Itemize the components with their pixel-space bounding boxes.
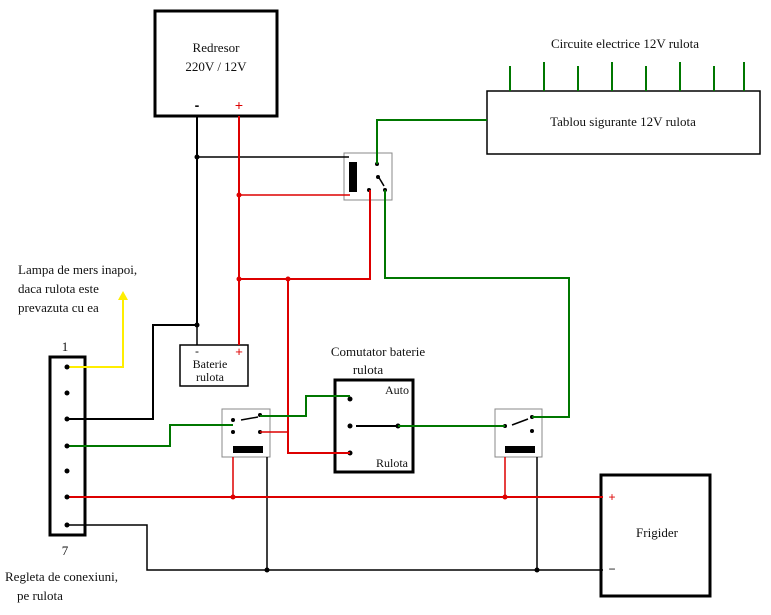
lamp-label-2: daca rulota este <box>18 281 99 296</box>
green-wire-fuse-panel <box>376 119 487 164</box>
lamp-label-1: Lampa de mers inapoi, <box>18 262 137 277</box>
junctions <box>194 154 540 573</box>
ground-wire-rectifier <box>67 116 198 420</box>
positive-wire-battery-switch <box>287 279 350 454</box>
circuit-outputs <box>509 62 745 91</box>
lamp-wire <box>67 300 124 368</box>
left-relay <box>221 408 271 458</box>
rectifier-plus-label: + <box>235 97 243 113</box>
switch-rulota-label: Rulota <box>376 456 409 470</box>
lamp-arrow <box>118 291 128 300</box>
fridge-box <box>599 473 712 598</box>
rectifier-title: Redresor <box>193 40 241 55</box>
junctions-red <box>230 192 508 500</box>
battery-label: Baterie <box>193 357 228 371</box>
battery-label-2: rulota <box>196 370 225 384</box>
switch-auto-label: Auto <box>385 383 409 397</box>
positive-wire-top-relay-in <box>239 190 371 280</box>
battery-plus-label: + <box>235 344 243 359</box>
battery-box <box>179 344 249 387</box>
terminal-first-number: 1 <box>62 339 69 354</box>
ground-wire-fridge <box>67 524 603 571</box>
rectifier-minus-label: - <box>195 97 200 113</box>
battery-switch-title-2: rulota <box>353 362 384 377</box>
rectifier-box <box>153 9 279 118</box>
battery-switch-title: Comutator baterie <box>331 344 425 359</box>
fridge-minus-label: − <box>608 562 615 576</box>
fridge-label: Frigider <box>636 525 679 540</box>
circuits-label: Circuite electrice 12V rulota <box>551 36 699 51</box>
terminal-label: Regleta de conexiuni, <box>5 569 118 584</box>
rectifier-voltage: 220V / 12V <box>185 59 247 74</box>
terminal-last-number: 7 <box>62 543 69 558</box>
lamp-label-3: prevazuta cu ea <box>18 300 99 315</box>
fuse-panel-label: Tablou sigurante 12V rulota <box>550 114 696 129</box>
fridge-plus-label: + <box>608 490 615 504</box>
fuse-panel-box <box>486 90 761 155</box>
battery-minus-label: - <box>195 344 199 358</box>
terminal-label-2: pe rulota <box>17 588 63 603</box>
green-wire-right-relay <box>384 190 570 418</box>
terminal-contacts <box>64 364 70 528</box>
green-wire-switch-auto <box>260 395 350 417</box>
green-wire-terminal <box>67 424 233 447</box>
